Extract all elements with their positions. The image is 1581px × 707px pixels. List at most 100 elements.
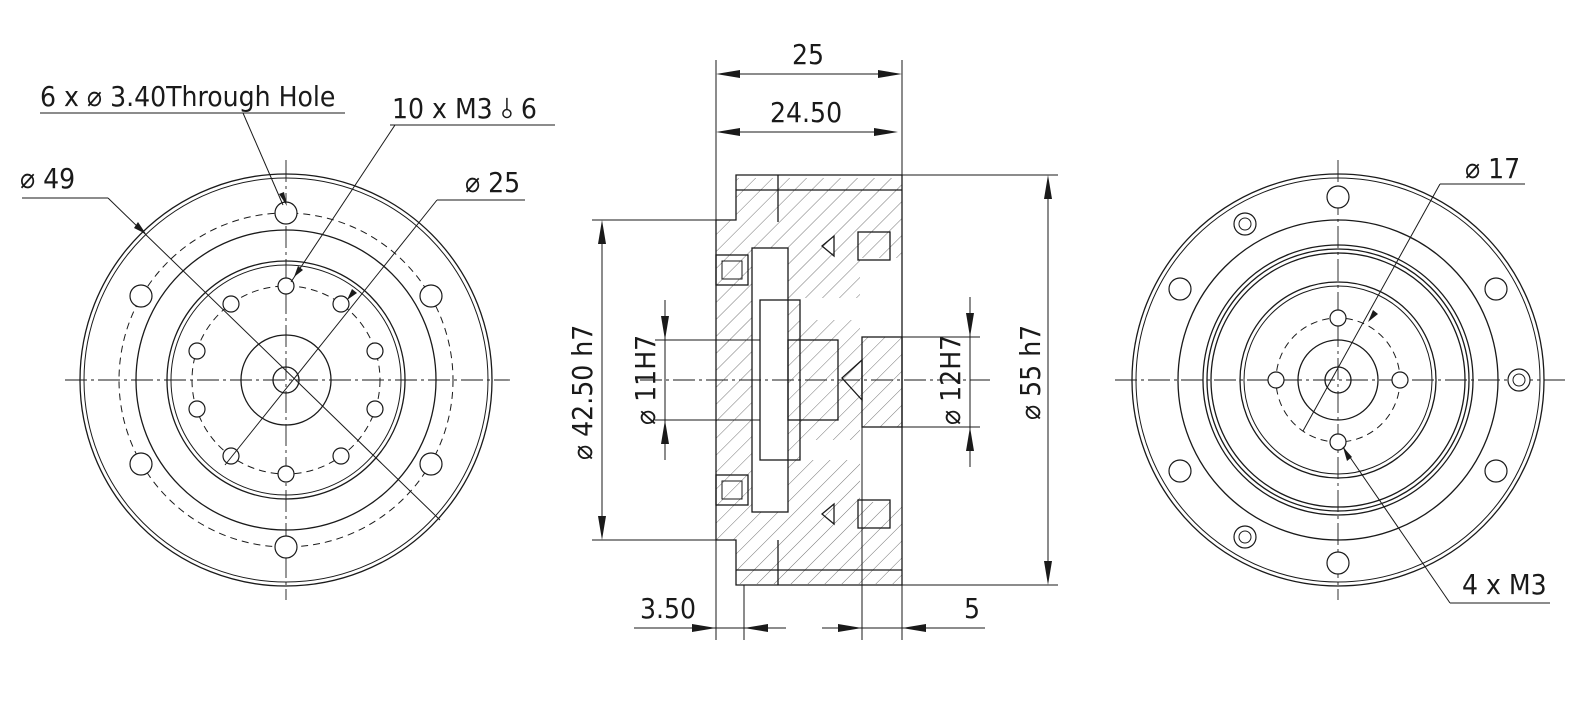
tapped-hole: [188, 342, 206, 360]
arrowhead: [874, 128, 898, 136]
through-hole: [1326, 185, 1350, 209]
arrowhead: [294, 266, 303, 277]
tapped-hole-label: 10 x M3 ⫰ 6: [392, 92, 537, 125]
outer-diameter-label: ⌀ 49: [20, 162, 75, 195]
bearing-top: [715, 254, 749, 286]
section-view: 25 24.50 ⌀ 42.50 h7 ⌀ 11H7 ⌀ 12H7 ⌀ 55 h…: [566, 38, 1058, 640]
pin-hole: [1233, 525, 1257, 549]
front-view: 6 x ⌀ 3.40Through Hole 10 x M3 ⫰ 6 ⌀ 49 …: [20, 80, 555, 600]
tapped-hole: [277, 465, 295, 483]
through-hole: [1168, 277, 1192, 301]
rear-seal-ring-2: [1210, 252, 1466, 508]
arrowhead: [716, 128, 740, 136]
section-hatch-area: [716, 178, 902, 584]
tapped-hole: [1267, 371, 1285, 389]
arrowhead: [598, 516, 606, 540]
through-hole: [1484, 459, 1508, 483]
cross-roller-bottom: [857, 499, 891, 529]
screw-tip-top: [820, 234, 835, 258]
pin-hole-inner: [1238, 530, 1252, 544]
arrowhead: [838, 624, 862, 632]
tapped-hole: [277, 277, 295, 295]
pin-hole: [1233, 212, 1257, 236]
front-outer-circle: [79, 173, 493, 587]
rear-outer-circle: [1131, 173, 1545, 587]
rear-flange-holes: [1168, 185, 1508, 575]
screw-tip-bottom: [820, 502, 835, 526]
tapped-hole: [366, 400, 384, 418]
pin-hole-inner: [1238, 217, 1252, 231]
arrowhead: [1368, 310, 1378, 322]
arrowhead: [716, 70, 740, 78]
front-center-boss: [240, 334, 332, 426]
tapped-leader: [1342, 446, 1451, 604]
dim-input-bore: ⌀ 11H7: [629, 335, 662, 425]
arrowhead: [692, 624, 716, 632]
arrowhead: [347, 289, 357, 300]
rear-tapped-holes: [1267, 309, 1409, 451]
pcd-label: ⌀ 25: [465, 166, 520, 199]
through-hole: [1168, 459, 1192, 483]
through-hole: [274, 201, 298, 225]
dim-total-length: 25: [792, 38, 824, 71]
bore-cone: [841, 358, 863, 402]
through-hole: [129, 452, 153, 476]
through-hole: [419, 452, 443, 476]
dim-output-depth: 5: [964, 592, 980, 625]
rear-output-chamfer: [1243, 285, 1433, 475]
rear-flange-step: [1177, 219, 1499, 541]
arrowhead: [661, 316, 669, 340]
through-hole: [419, 284, 443, 308]
arrowhead: [1343, 447, 1352, 461]
arrowhead: [878, 70, 902, 78]
through-hole: [1326, 551, 1350, 575]
arrowhead: [966, 427, 974, 451]
arrowhead: [1044, 561, 1052, 585]
front-flange-step: [135, 229, 437, 531]
tapped-hole: [366, 342, 384, 360]
dim-outer-diameter: ⌀ 55 h7: [1014, 325, 1047, 420]
dim-flange-thickness: 3.50: [640, 592, 696, 625]
arrowhead: [744, 624, 768, 632]
arrowhead: [1044, 175, 1052, 199]
front-center-bore: [272, 366, 300, 394]
pcd-leader: [1302, 183, 1441, 432]
bearing-bottom: [715, 474, 749, 506]
front-through-holes: [129, 201, 443, 559]
tapped-hole: [332, 447, 350, 465]
front-hub-chamfer: [170, 264, 402, 496]
through-hole-leader: [242, 112, 284, 206]
arrowhead: [966, 313, 974, 337]
rear-seal-ring-1: [1206, 248, 1470, 512]
through-hole: [129, 284, 153, 308]
bearing-top-ball: [721, 260, 743, 280]
cross-roller-top: [857, 231, 891, 261]
dim-pilot-diameter: ⌀ 42.50 h7: [566, 325, 599, 460]
dim-body-length: 24.50: [770, 96, 842, 129]
tapped-hole: [1329, 433, 1347, 451]
pin-hole-inner: [1512, 373, 1526, 387]
tapped-hole: [1329, 309, 1347, 327]
arrowhead: [134, 222, 146, 234]
dim-output-bore: ⌀ 12H7: [934, 335, 967, 425]
tapped-leader: [290, 124, 396, 283]
rear-output-face: [1239, 281, 1437, 479]
front-outer-chamfer: [83, 177, 489, 583]
through-hole: [274, 535, 298, 559]
od-dimension-line: [107, 197, 441, 521]
rear-view: ⌀ 17 4 x M3: [1115, 152, 1565, 604]
tapped-hole: [332, 295, 350, 313]
rear-outer-chamfer: [1135, 177, 1541, 583]
rear-tapped-label: 4 x M3: [1462, 568, 1547, 601]
tapped-hole: [222, 295, 240, 313]
rear-pcd-label: ⌀ 17: [1465, 152, 1520, 185]
rear-seal-outer: [1202, 244, 1474, 516]
bearing-bottom-ball: [721, 480, 743, 500]
arrowhead: [661, 420, 669, 444]
pcd-dimension-line: [224, 199, 438, 466]
through-hole-label: 6 x ⌀ 3.40Through Hole: [40, 80, 335, 113]
tapped-hole: [188, 400, 206, 418]
arrowhead: [279, 192, 287, 206]
pin-hole: [1507, 368, 1531, 392]
